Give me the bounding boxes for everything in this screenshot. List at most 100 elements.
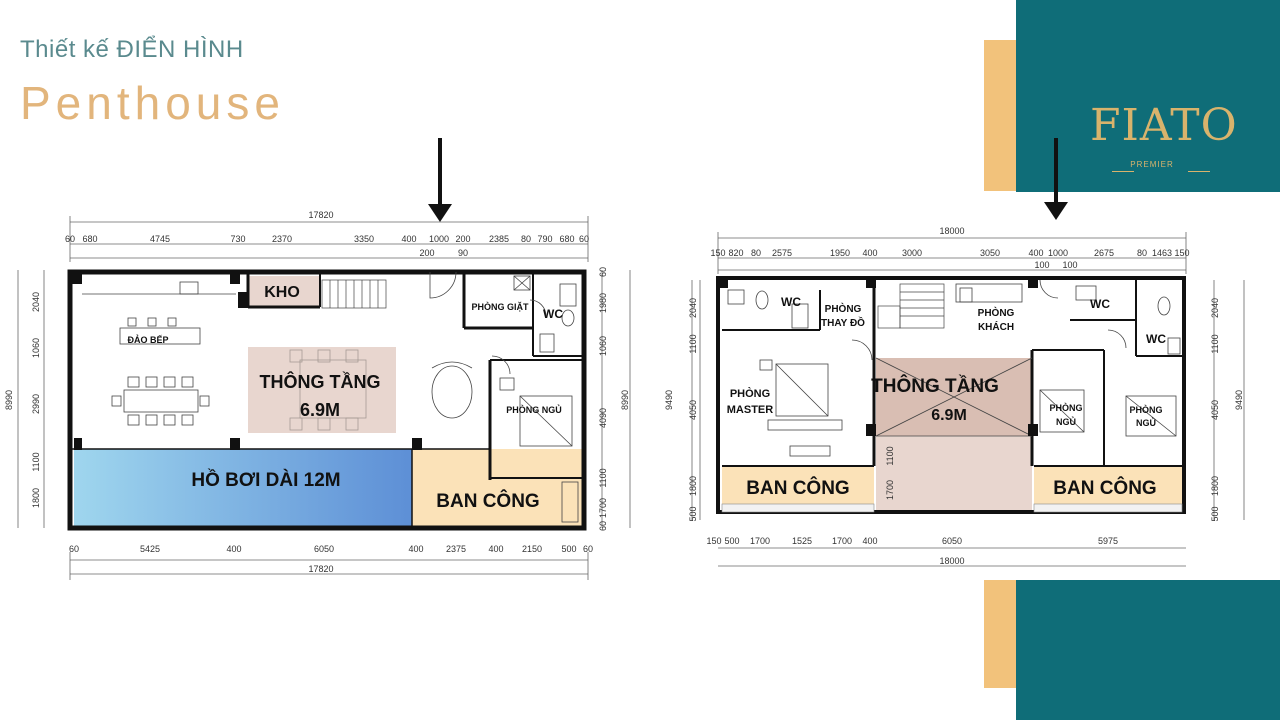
plan-left: 17820 60 680 4745 730 2370 3350 400 1000…	[4, 138, 631, 580]
walls-left	[67, 269, 587, 531]
svg-text:2675: 2675	[1094, 248, 1114, 258]
svg-text:80: 80	[1137, 248, 1147, 258]
svg-text:100: 100	[1062, 260, 1077, 270]
svg-text:500: 500	[688, 506, 698, 521]
bath-fixtures-right	[727, 285, 1181, 355]
label-phong-master-2: MASTER	[727, 404, 774, 416]
teal-panel-top	[1016, 0, 1280, 192]
label-wc-right-2: WC	[1090, 297, 1110, 311]
dim-bottom-total-left: 17820	[308, 564, 333, 574]
label-thong-tang-right-1: THÔNG TẦNG	[871, 375, 999, 397]
svg-text:1700: 1700	[885, 480, 895, 500]
svg-text:500: 500	[561, 544, 576, 554]
svg-text:60: 60	[583, 544, 593, 554]
svg-text:4745: 4745	[150, 234, 170, 244]
door-swings-left	[429, 271, 547, 375]
svg-text:4050: 4050	[1210, 400, 1220, 420]
svg-text:9490: 9490	[664, 390, 674, 410]
label-kho: KHO	[264, 284, 300, 301]
svg-text:150: 150	[1174, 248, 1189, 258]
label-phong-ngu-a-2: NGỦ	[1056, 416, 1076, 427]
logo-line-right	[1188, 171, 1210, 172]
label-phong-master-1: PHÒNG	[730, 387, 770, 400]
svg-text:60: 60	[598, 267, 608, 277]
svg-text:1060: 1060	[31, 338, 41, 358]
bed-icon-right-a	[1039, 389, 1085, 433]
arrow-down-icon	[1044, 138, 1068, 220]
svg-text:1800: 1800	[1210, 476, 1220, 496]
svg-text:9490: 9490	[1234, 390, 1244, 410]
label-wc-right-1: WC	[781, 295, 801, 309]
svg-text:400: 400	[408, 544, 423, 554]
columns-right	[718, 278, 1038, 436]
svg-text:1700: 1700	[750, 536, 770, 546]
svg-text:2375: 2375	[446, 544, 466, 554]
svg-text:1100: 1100	[598, 468, 608, 487]
label-dao-bep: ĐẢO BẾP	[127, 334, 168, 345]
svg-text:2040: 2040	[1210, 298, 1220, 318]
storage-area	[249, 276, 319, 306]
balcony-area-right-1	[722, 466, 874, 510]
gold-bar-top	[984, 40, 1016, 191]
svg-text:1060: 1060	[598, 336, 608, 356]
label-ban-cong-left: BAN CÔNG	[436, 490, 539, 512]
svg-text:2370: 2370	[272, 234, 292, 244]
label-phong-ngu-b-2: NGỦ	[1136, 417, 1156, 428]
pool-area	[74, 449, 412, 527]
svg-text:1800: 1800	[31, 488, 41, 508]
label-ban-cong-right-1: BAN CÔNG	[746, 477, 849, 499]
logo-line-left	[1112, 171, 1134, 172]
sofa-icon	[431, 361, 473, 419]
svg-text:6050: 6050	[942, 536, 962, 546]
svg-text:400: 400	[488, 544, 503, 554]
svg-text:90: 90	[458, 248, 468, 258]
svg-text:60: 60	[65, 234, 75, 244]
label-phong-thay-do-1: PHÒNG	[825, 302, 862, 315]
void-cross-lines	[875, 357, 1033, 437]
columns-left	[70, 272, 422, 450]
svg-text:200: 200	[455, 234, 470, 244]
label-phong-ngu-a-1: PHÒNG	[1049, 402, 1082, 413]
svg-text:730: 730	[230, 234, 245, 244]
void-area-left	[248, 347, 396, 433]
svg-text:1100: 1100	[1210, 334, 1220, 353]
svg-text:6050: 6050	[314, 544, 334, 554]
svg-text:1980: 1980	[598, 293, 608, 313]
svg-text:500: 500	[1210, 506, 1220, 521]
dim-left-right: 2040 1100 4050 1800 500 9490	[664, 298, 698, 522]
svg-text:1700: 1700	[832, 536, 852, 546]
svg-text:1700: 1700	[598, 498, 608, 518]
label-thong-tang-left-1: THÔNG TẦNG	[260, 371, 381, 392]
svg-text:3000: 3000	[902, 248, 922, 258]
dim-bottom-left: 60 5425 400 6050 400 2375 400 2150 500 6…	[69, 544, 593, 554]
logo-brand: FIATO	[1090, 100, 1238, 151]
dim-bottom-total-right: 18000	[939, 556, 964, 566]
dining-table-icon	[111, 376, 210, 426]
label-phong-thay-do-2: THAY ĐỒ	[821, 316, 865, 329]
stairs-icon	[321, 279, 387, 309]
dim-left-left: 2040 1060 2990 1100 1800 8990	[4, 292, 41, 508]
svg-text:400: 400	[862, 536, 877, 546]
bed-icon-master	[759, 359, 843, 457]
svg-text:820: 820	[728, 248, 743, 258]
svg-text:4050: 4050	[688, 400, 698, 420]
dim-top-total-left: 17820	[308, 210, 333, 220]
fiato-logo: FIATO PREMIER	[1090, 100, 1240, 175]
svg-text:400: 400	[401, 234, 416, 244]
svg-text:1525: 1525	[792, 536, 812, 546]
svg-text:1950: 1950	[830, 248, 850, 258]
label-phong-ngu-b-1: PHÒNG	[1129, 404, 1162, 415]
svg-text:400: 400	[226, 544, 241, 554]
svg-text:150: 150	[706, 536, 721, 546]
kitchen-island-icon	[82, 281, 236, 345]
label-thong-tang-right-2: 6.9M	[931, 407, 967, 424]
bed-icon-left	[499, 377, 573, 447]
label-phong-giat: PHÒNG GIẶT	[471, 301, 529, 312]
label-phong-khach-1: PHÒNG	[978, 306, 1015, 319]
label-phong-khach-2: KHÁCH	[978, 320, 1014, 333]
svg-text:1000: 1000	[429, 234, 449, 244]
svg-text:4090: 4090	[598, 408, 608, 428]
label-wc-right-3: WC	[1146, 332, 1166, 346]
svg-text:400: 400	[862, 248, 877, 258]
